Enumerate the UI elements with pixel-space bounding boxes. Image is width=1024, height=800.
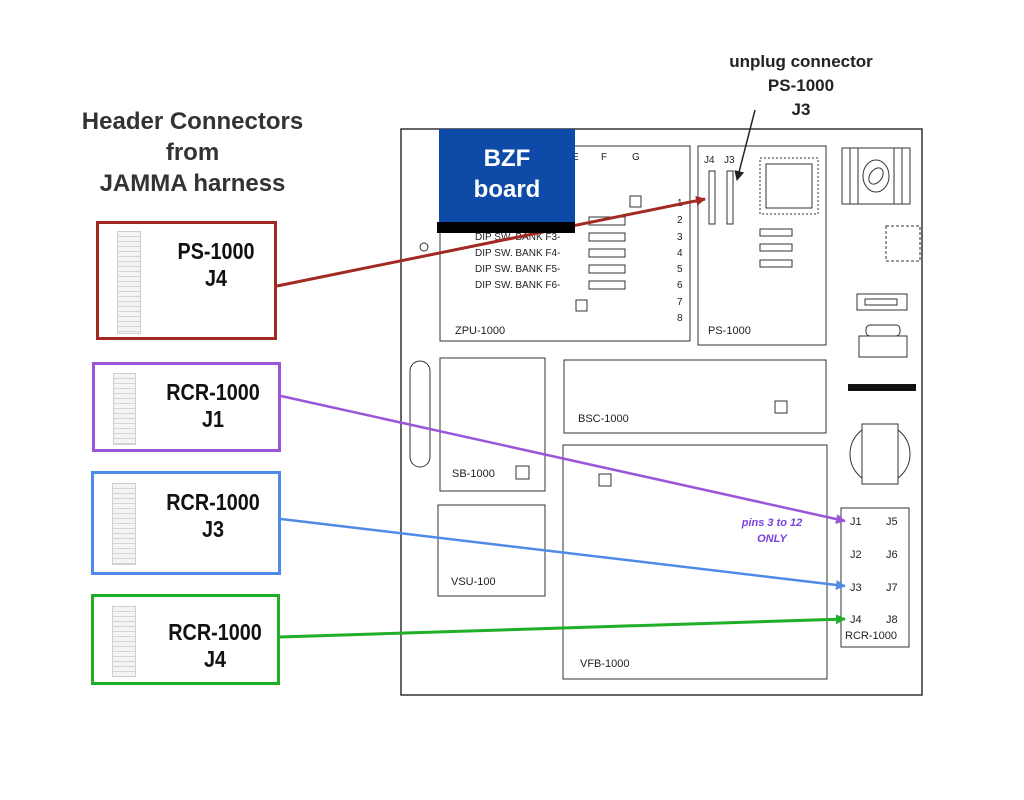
sb-label: SB-1000	[452, 468, 495, 480]
ps-j4-connector	[708, 170, 716, 225]
rcr-jack-label: J6	[886, 549, 898, 561]
dip-switch	[588, 216, 626, 226]
sb-board: SB-1000	[439, 357, 546, 492]
dip-switch	[588, 248, 626, 258]
header-board-label: PS-1000	[177, 238, 255, 264]
ps-j3-connector	[726, 170, 734, 225]
bsc-label: BSC-1000	[578, 413, 629, 425]
rcr-jack-label: J3	[850, 582, 862, 594]
connector-icon	[117, 231, 141, 334]
arrow-rcr-j4	[279, 614, 846, 639]
rcr-jack-label: J8	[886, 614, 898, 626]
heading-line-1: Header Connectors	[81, 108, 304, 135]
bzf-line-2: board	[473, 176, 541, 203]
row-number: 5	[677, 264, 683, 275]
header-box-rcr-j3: RCR-1000 J3	[91, 471, 281, 575]
col-label: F	[601, 152, 607, 163]
transformer	[841, 147, 911, 205]
dip-label: DIP SW. BANK F4-	[475, 248, 560, 259]
connector-icon	[112, 606, 136, 677]
arrow-rcr-j1	[280, 394, 846, 524]
rcr-jack-label: J5	[886, 516, 898, 528]
ps-label: PS-1000	[708, 325, 751, 337]
header-conn-label: J4	[204, 265, 228, 291]
arrow-rcr-j3	[280, 517, 846, 590]
dip-label: DIP SW. BANK F6-	[475, 280, 560, 291]
header-board-label: RCR-1000	[168, 619, 262, 645]
rcr-jack-label: J2	[850, 549, 862, 561]
bzf-line-1: BZF	[483, 145, 531, 172]
ps-chip	[759, 157, 819, 215]
mount-hole	[419, 242, 429, 252]
row-number: 4	[677, 248, 683, 259]
diagram-heading: Header Connectors from JAMMA harness	[60, 106, 325, 199]
pins-note-line-1: pins 3 to 12	[741, 517, 803, 529]
bzf-board-edge	[437, 222, 575, 233]
heading-line-3: JAMMA harness	[99, 170, 286, 197]
rcr-jack-label: J1	[850, 516, 862, 528]
ps-j4-label: J4	[704, 155, 715, 166]
connector-icon	[112, 483, 136, 565]
header-box-rcr-j1: RCR-1000 J1	[92, 362, 281, 452]
dip-switch	[588, 232, 626, 242]
unplug-note: unplug connector PS-1000 J3	[705, 50, 897, 122]
arrow-ps-j4	[276, 195, 706, 288]
vfb-label: VFB-1000	[580, 658, 630, 670]
bzf-board-label: BZF board	[439, 129, 575, 222]
rcr-jack-label: J4	[850, 614, 862, 626]
row-number: 7	[677, 297, 683, 308]
heading-line-2: from	[165, 139, 220, 166]
unplug-line-3: J3	[791, 100, 811, 119]
arrow-unplug	[734, 109, 756, 181]
dip-switch	[588, 264, 626, 274]
vfb-board: VFB-1000	[562, 444, 828, 680]
unplug-line-1: unplug connector	[729, 52, 873, 71]
header-conn-label: J1	[201, 406, 225, 432]
pins-note-line-2: ONLY	[757, 533, 787, 545]
ps-j3-label: J3	[724, 155, 735, 166]
header-board-label: RCR-1000	[166, 489, 260, 515]
rcr-board: J1 J5 J2 J6 J3 J7 J4 J8 RCR-1000	[840, 507, 910, 648]
rcr-jack-label: J7	[886, 582, 898, 594]
dashed-module	[885, 225, 921, 262]
vsu-board: VSU-100	[437, 504, 546, 597]
right-components	[841, 147, 921, 485]
header-conn-label: J3	[201, 516, 225, 542]
card-slot	[409, 360, 431, 468]
unplug-line-2: PS-1000	[767, 76, 835, 95]
row-number: 6	[677, 280, 683, 291]
header-box-rcr-j4: RCR-1000 J4	[91, 594, 280, 685]
row-number: 8	[677, 313, 683, 324]
chassis-outline	[400, 128, 923, 696]
header-board-label: RCR-1000	[166, 379, 260, 405]
dip-label: DIP SW. BANK F5-	[475, 264, 560, 275]
row-number: 2	[677, 215, 683, 226]
zpu-label: ZPU-1000	[455, 325, 505, 337]
header-box-ps-j4: PS-1000 J4	[96, 221, 277, 340]
ps-board: J4 J3 PS-1000	[697, 145, 827, 346]
rcr-label: RCR-1000	[845, 630, 897, 642]
pins-note: pins 3 to 12 ONLY	[722, 515, 822, 547]
dip-switch	[588, 280, 626, 290]
vsu-label: VSU-100	[451, 576, 496, 588]
bsc-board: BSC-1000	[563, 359, 827, 434]
col-label: G	[632, 152, 640, 163]
header-conn-label: J4	[203, 646, 227, 672]
connector-icon	[113, 373, 136, 445]
row-number: 3	[677, 232, 683, 243]
col-label: E	[572, 152, 579, 163]
